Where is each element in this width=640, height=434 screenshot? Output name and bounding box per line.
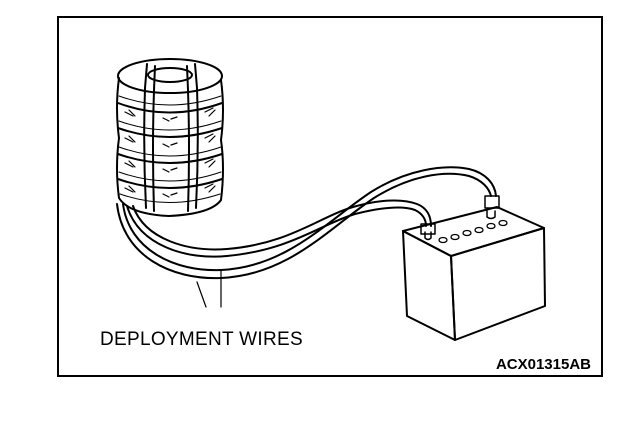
deployment-wires-label: DEPLOYMENT WIRES [100, 329, 303, 350]
figure-frame: DEPLOYMENT WIRES ACX01315AB [57, 16, 603, 377]
figure-code: ACX01315AB [495, 356, 591, 373]
tire-stack-icon [116, 58, 224, 217]
battery-icon [402, 206, 546, 341]
deployment-illustration [116, 58, 546, 341]
wire-icon [116, 166, 500, 308]
